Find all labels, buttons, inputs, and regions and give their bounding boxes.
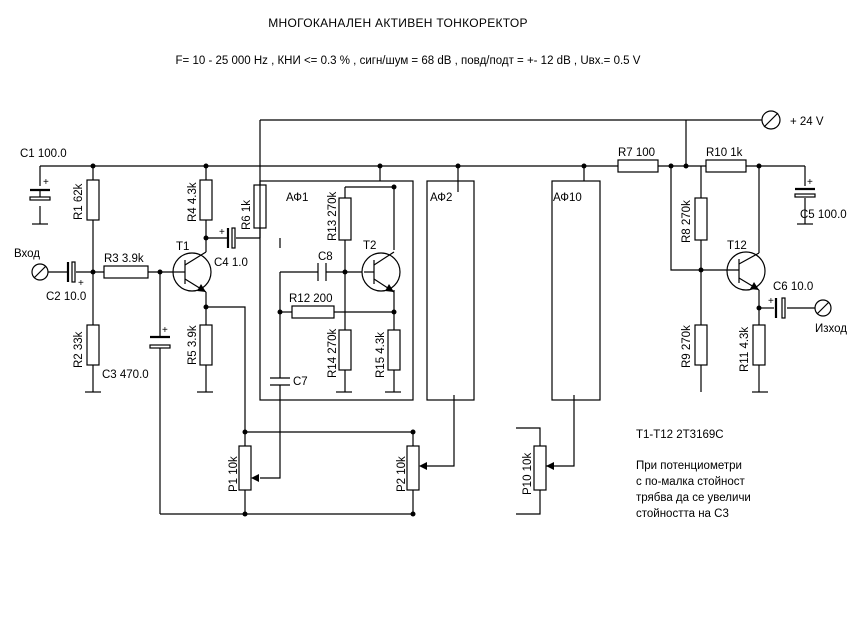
resistor-r10	[705, 159, 747, 173]
potentiometer-p1	[238, 445, 259, 491]
label-t1: T1	[176, 241, 189, 253]
label-r10: R10 1k	[706, 147, 743, 159]
label-t12: T12	[727, 240, 747, 252]
label-c7: C7	[293, 376, 308, 388]
svg-text:+: +	[219, 227, 225, 238]
resistor-r15	[387, 329, 401, 371]
svg-text:+: +	[807, 177, 813, 188]
label-r3: R3 3.9k	[104, 253, 144, 265]
ground-stubs	[32, 223, 813, 393]
t1-wires	[205, 120, 261, 432]
label-r2: R2 33k	[73, 331, 85, 368]
transistor-t2	[361, 251, 401, 293]
label-r12: R12 200	[289, 293, 332, 305]
pot-bus-wires	[160, 427, 541, 515]
resistor-r12	[291, 305, 335, 319]
note-line-1: При потенциометри	[636, 460, 742, 472]
output-wires	[670, 166, 815, 392]
block-af2	[426, 180, 475, 401]
input-wires	[48, 166, 172, 514]
resistor-r13	[338, 197, 352, 241]
label-c6: C6 10.0	[773, 281, 813, 293]
specs-line: F= 10 - 25 000 Hz , КНИ <= 0.3 % , сигн/…	[176, 55, 641, 67]
potentiometer-p2	[406, 445, 427, 491]
label-p2: P2 10k	[396, 456, 408, 492]
label-r11: R11 4.3k	[739, 327, 751, 372]
capacitor-c8	[317, 263, 327, 281]
input-label: Вход	[14, 248, 40, 260]
transistor-t1	[172, 251, 212, 293]
capacitor-c5: +	[794, 177, 816, 198]
resistor-r14	[338, 329, 352, 371]
svg-text:+: +	[162, 325, 168, 336]
capacitor-c7	[270, 377, 290, 386]
svg-text:+: +	[78, 278, 84, 289]
label-r9: R9 270k	[681, 325, 693, 368]
title: МНОГОКАНАЛЕН АКТИВЕН ТОНКОРЕКТОР	[268, 16, 528, 30]
label-af10: АФ10	[553, 192, 582, 204]
label-r6: R6 1k	[241, 200, 253, 230]
block-af1	[259, 180, 414, 401]
resistor-r9	[694, 324, 708, 366]
resistor-r1	[86, 179, 100, 221]
block-wires	[426, 166, 585, 467]
label-c2: C2 10.0	[46, 291, 86, 303]
label-r7: R7 100	[618, 147, 655, 159]
resistor-r4	[199, 179, 213, 221]
output-terminal	[814, 299, 832, 317]
label-r4: R4 4.3k	[187, 182, 199, 222]
output-label: Изход	[815, 323, 847, 335]
label-c1: C1 100.0	[20, 148, 67, 160]
capacitor-c1: +	[29, 177, 51, 201]
note-line-3: трябва да се увеличи	[636, 492, 751, 504]
capacitor-c2: +	[66, 261, 84, 289]
block-af10	[551, 180, 601, 401]
transistor-t12	[710, 251, 766, 291]
label-r1: R1 62k	[73, 183, 85, 220]
resistor-r7	[617, 159, 659, 173]
capacitor-c4: +	[219, 227, 236, 249]
transistor-note: T1-T12 2T3169C	[636, 429, 724, 441]
resistor-r8	[694, 197, 708, 241]
capacitor-c6: +	[768, 296, 786, 319]
capacitor-c3: +	[149, 325, 171, 353]
supply-label: + 24 V	[790, 116, 824, 128]
label-c4: C4 1.0	[214, 257, 248, 269]
label-r5: R5 3.9k	[187, 325, 199, 365]
supply-terminal	[761, 110, 781, 130]
label-af1: АФ1	[286, 192, 308, 204]
resistor-r2	[86, 324, 100, 366]
label-c8: C8	[318, 251, 333, 263]
label-c3: C3 470.0	[102, 369, 149, 381]
potentiometer-p10	[533, 445, 554, 491]
input-terminal	[31, 263, 49, 281]
label-r8: R8 270k	[681, 200, 693, 243]
label-r14: R14 270k	[327, 329, 339, 378]
resistor-r11	[752, 324, 766, 366]
resistor-r3	[103, 265, 149, 279]
note-line-4: стойността на C3	[636, 508, 729, 520]
label-p10: P10 10k	[522, 453, 534, 495]
label-r15: R15 4.3k	[375, 332, 387, 378]
svg-text:+: +	[43, 177, 49, 188]
label-t2: T2	[363, 240, 376, 252]
resistor-r5	[199, 324, 213, 366]
svg-text:+: +	[768, 296, 774, 307]
label-r13: R13 270k	[327, 192, 339, 241]
junction-dots	[90, 163, 762, 517]
label-af2: АФ2	[430, 192, 452, 204]
note-line-2: с по-малка стойност	[636, 476, 745, 488]
label-p1: P1 10k	[228, 456, 240, 492]
rail-wires	[39, 119, 806, 224]
label-c5: C5 100.0	[800, 209, 847, 221]
